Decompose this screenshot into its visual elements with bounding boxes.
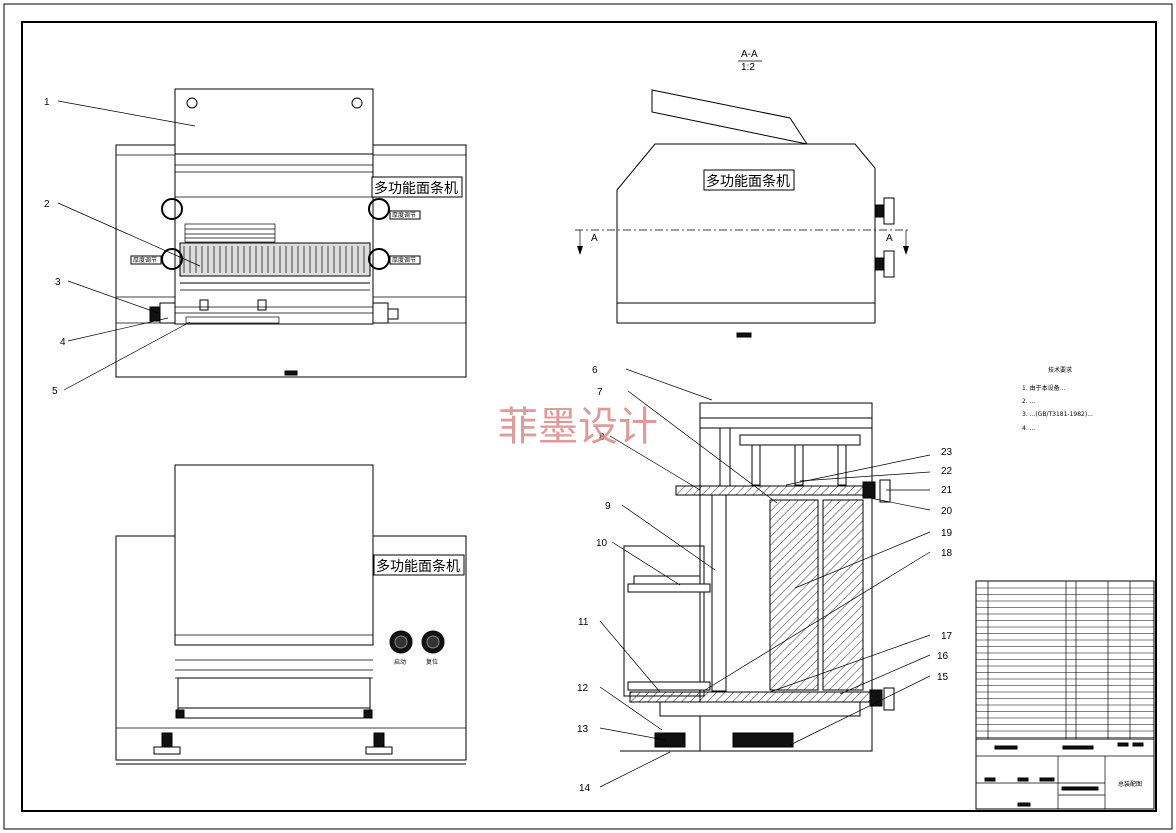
part-number-13: 13 bbox=[577, 724, 589, 735]
side-machine-label: 多功能面条机 bbox=[376, 558, 460, 575]
top-machine-label: 多功能面条机 bbox=[706, 173, 790, 190]
notes-title: 技术要求 bbox=[1048, 366, 1072, 374]
part-number-21: 21 bbox=[941, 485, 953, 496]
part-number-22: 22 bbox=[941, 466, 953, 477]
front-knob-label-3: 厚度调节 bbox=[392, 256, 416, 264]
part-number-3: 3 bbox=[55, 277, 61, 288]
front-knob-label-1: 厚度调节 bbox=[392, 211, 416, 219]
part-number-5: 5 bbox=[52, 386, 58, 397]
part-number-16: 16 bbox=[937, 651, 949, 662]
part-number-8: 8 bbox=[599, 432, 605, 443]
notes-item-3: 3. ...(GB/T3181-1982)... bbox=[1022, 411, 1093, 418]
side-view bbox=[115, 464, 467, 765]
part-number-6: 6 bbox=[592, 365, 598, 376]
part-number-9: 9 bbox=[605, 501, 611, 512]
part-number-23: 23 bbox=[941, 447, 953, 458]
part-number-1: 1 bbox=[44, 97, 50, 108]
part-number-12: 12 bbox=[577, 683, 589, 694]
part-number-11: 11 bbox=[578, 617, 589, 628]
front-knob-label-2: 厚度调节 bbox=[133, 256, 157, 264]
part-number-2: 2 bbox=[44, 199, 50, 210]
outer-border bbox=[3, 3, 1173, 830]
reset-button-label: 复位 bbox=[426, 658, 438, 666]
section-title: A-A bbox=[741, 49, 758, 60]
part-number-18: 18 bbox=[941, 548, 953, 559]
title-block-name: 总装配图 bbox=[1118, 780, 1142, 788]
front-machine-label: 多功能面条机 bbox=[374, 180, 458, 197]
title-block bbox=[975, 738, 1155, 810]
leader-lines bbox=[57, 100, 931, 788]
part-number-20: 20 bbox=[941, 506, 953, 517]
top-view bbox=[575, 60, 909, 338]
watermark: 菲墨设计 bbox=[498, 404, 658, 450]
part-number-19: 19 bbox=[941, 528, 953, 539]
part-number-17: 17 bbox=[941, 631, 953, 642]
parts-list bbox=[975, 580, 1155, 740]
section-marker-right: A bbox=[886, 233, 893, 244]
notes-item-2: 2. ... bbox=[1022, 398, 1035, 405]
part-number-4: 4 bbox=[60, 337, 66, 348]
notes-item-4: 4. ... bbox=[1022, 425, 1035, 432]
part-number-10: 10 bbox=[596, 538, 608, 549]
part-number-15: 15 bbox=[937, 672, 949, 683]
notes-item-1: 1. 由于本设备... bbox=[1022, 384, 1065, 392]
part-number-7: 7 bbox=[597, 387, 603, 398]
inner-border bbox=[21, 21, 1157, 812]
section-marker-left: A bbox=[591, 233, 598, 244]
section-view bbox=[620, 402, 895, 752]
start-button-label: 启动 bbox=[394, 658, 406, 666]
part-number-14: 14 bbox=[579, 783, 591, 794]
front-view bbox=[115, 88, 467, 378]
section-scale: 1:2 bbox=[741, 62, 755, 73]
